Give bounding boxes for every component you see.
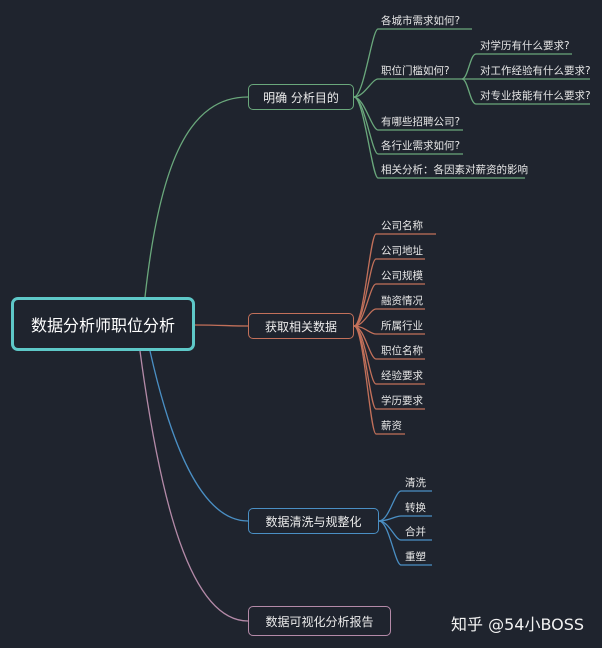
- connector-root-to-cleaning: [149, 350, 249, 522]
- connector-acquire-leaf-8: [353, 325, 405, 435]
- connector-root-to-goal: [144, 96, 249, 298]
- leaf-job-threshold[interactable]: 职位门槛如何?: [381, 65, 450, 77]
- leaf-industry[interactable]: 所属行业: [381, 320, 423, 332]
- branch-acquire-data[interactable]: 获取相关数据: [248, 313, 354, 339]
- leaf-company-name[interactable]: 公司名称: [381, 220, 423, 232]
- connector-acquire-leaf-1: [353, 258, 425, 327]
- connector-root-to-report: [139, 350, 249, 622]
- leaf-city-demand[interactable]: 各城市需求如何?: [381, 15, 461, 27]
- connector-threshold-sub-2: [461, 78, 590, 105]
- watermark: 知乎 @54小BOSS: [451, 615, 585, 634]
- branch-label: 数据可视化分析报告: [265, 614, 374, 629]
- branch-label: 获取相关数据: [264, 319, 337, 334]
- connector-acquire-leaf-2: [353, 283, 425, 327]
- leaf-funding[interactable]: 融资情况: [381, 295, 423, 307]
- connector-goal-leaf-1: [353, 78, 462, 98]
- branch-data-cleaning[interactable]: 数据清洗与规整化: [248, 508, 379, 534]
- connector-threshold-sub-0: [461, 53, 572, 80]
- subleaf-experience[interactable]: 对工作经验有什么要求?: [480, 65, 591, 77]
- connector-acquire-leaf-0: [353, 233, 436, 327]
- branch-analysis-goal[interactable]: 明确 分析目的: [248, 84, 354, 110]
- leaf-reshape[interactable]: 重塑: [405, 551, 426, 563]
- leaf-merge[interactable]: 合并: [405, 526, 426, 538]
- root-node[interactable]: 数据分析师职位分析: [11, 297, 195, 351]
- connector-goal-leaf-4: [353, 96, 525, 179]
- branch-visualization-report[interactable]: 数据可视化分析报告: [248, 606, 391, 636]
- connector-cleaning-leaf-0: [378, 490, 432, 522]
- connector-cleaning-leaf-1: [378, 515, 432, 522]
- leaf-experience-req[interactable]: 经验要求: [381, 370, 423, 382]
- leaf-cleaning[interactable]: 清洗: [405, 477, 426, 489]
- branch-label: 明确 分析目的: [263, 90, 339, 105]
- leaf-industry-demand[interactable]: 各行业需求如何?: [381, 140, 461, 152]
- subleaf-skills[interactable]: 对专业技能有什么要求?: [480, 90, 591, 102]
- connector-goal-leaf-0: [353, 28, 472, 98]
- leaf-transform[interactable]: 转换: [405, 502, 426, 514]
- subleaf-education[interactable]: 对学历有什么要求?: [480, 40, 570, 52]
- leaf-education-req[interactable]: 学历要求: [381, 395, 423, 407]
- leaf-company-size[interactable]: 公司规模: [381, 270, 423, 282]
- connector-root-to-acquire: [194, 324, 249, 327]
- leaf-company-address[interactable]: 公司地址: [381, 245, 423, 257]
- root-label: 数据分析师职位分析: [30, 316, 175, 335]
- connector-acquire-leaf-3: [353, 308, 425, 327]
- leaf-salary[interactable]: 薪资: [381, 420, 402, 432]
- leaf-hiring-companies[interactable]: 有哪些招聘公司?: [381, 116, 461, 128]
- leaf-salary-factors[interactable]: 相关分析：各因素对薪资的影响: [381, 164, 528, 176]
- branch-label: 数据清洗与规整化: [265, 514, 362, 529]
- leaf-job-title[interactable]: 职位名称: [381, 345, 423, 357]
- connector-cleaning-leaf-3: [378, 520, 432, 566]
